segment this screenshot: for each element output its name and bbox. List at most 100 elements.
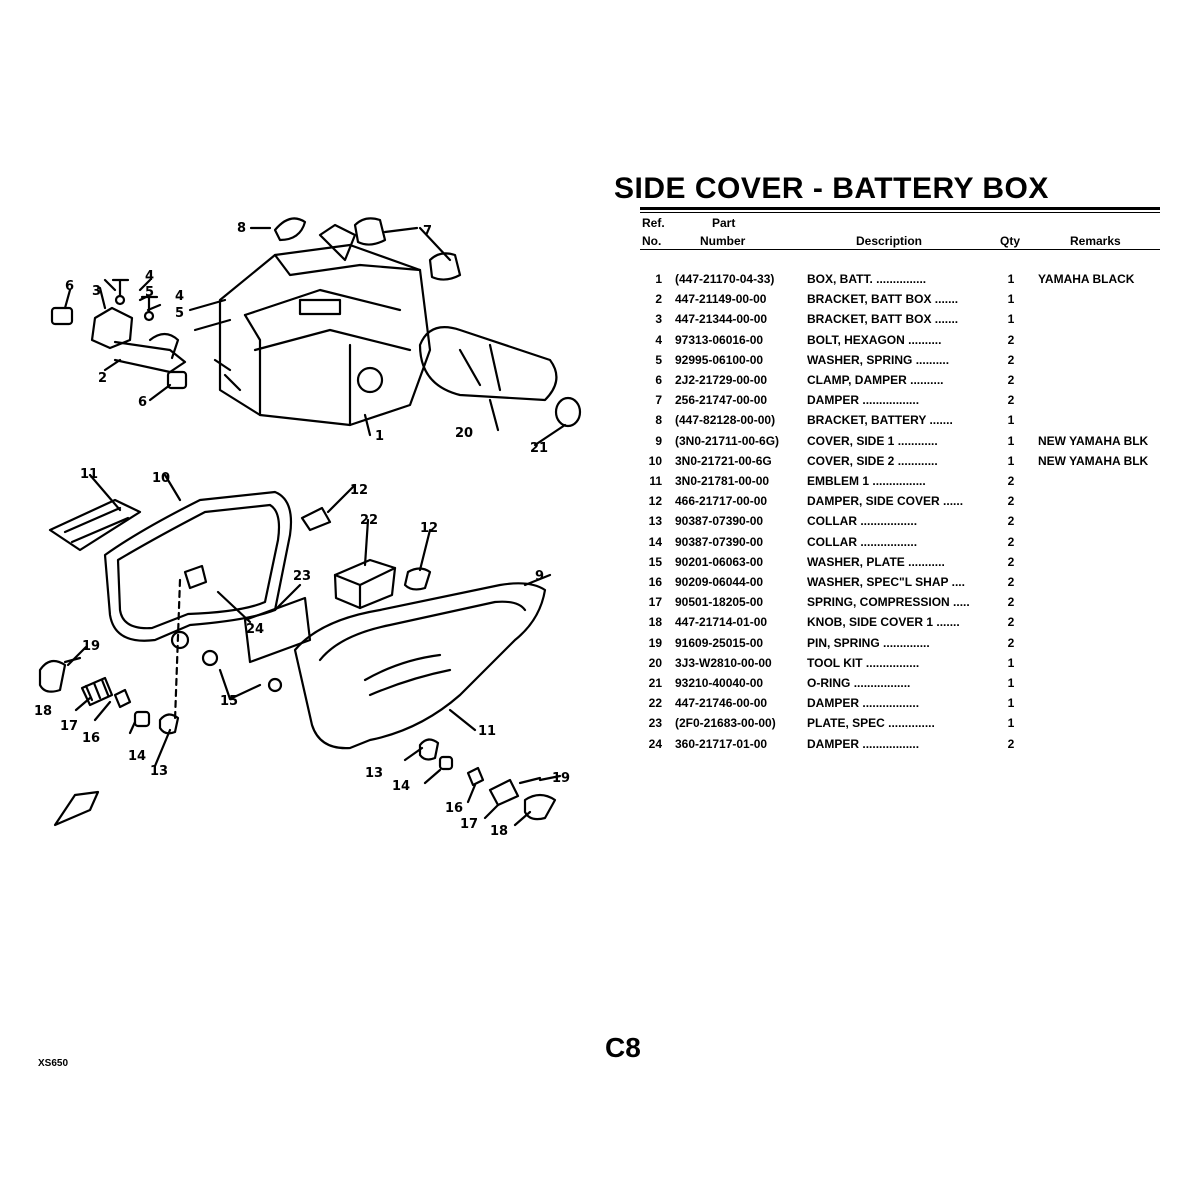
qty-cell: 1 <box>1007 676 1015 690</box>
knob-18-right <box>523 793 557 821</box>
description-leader-dots: .......... <box>915 352 950 367</box>
description-cell: WASHER, PLATE ........... <box>807 555 945 569</box>
callout-4b: 4 <box>175 289 184 304</box>
part-number-cell: 90387-07390-00 <box>675 514 764 529</box>
ref-cell: 18 <box>648 615 662 630</box>
collar-14-right <box>438 755 454 771</box>
ref-cell: 10 <box>648 453 662 468</box>
description-cell: PIN, SPRING .............. <box>807 636 930 650</box>
description-text: DAMPER <box>807 736 860 751</box>
qty-cell: 2 <box>1007 595 1015 610</box>
qty-cell: 1 <box>1007 292 1015 307</box>
ref-cell: 24 <box>648 736 662 751</box>
col-header-remarks: Remarks <box>1070 234 1121 248</box>
description-leader-dots: ............ <box>897 453 938 468</box>
description-text: KNOB, SIDE COVER 1 <box>807 615 934 630</box>
description-leader-dots: ........... <box>908 554 945 569</box>
callout-6b: 6 <box>138 395 147 410</box>
ref-cell: 13 <box>648 514 662 529</box>
description-text: BOLT, HEXAGON <box>807 332 905 347</box>
description-leader-dots: ............ <box>897 433 938 448</box>
callout-20: 20 <box>455 426 473 441</box>
ref-cell: 12 <box>648 494 662 509</box>
collar-13-right <box>418 738 440 761</box>
description-leader-dots: ................. <box>862 736 920 751</box>
col-header-part-2: Number <box>700 234 746 248</box>
description-cell: DAMPER ................. <box>807 737 919 751</box>
part-number-cell: 447-21149-00-00 <box>675 292 767 307</box>
callout-9: 9 <box>535 569 544 584</box>
header-rule <box>640 249 1160 250</box>
callout-15a: 15 <box>220 694 238 709</box>
ref-cell: 7 <box>655 393 662 408</box>
damper-22 <box>333 558 397 610</box>
spring-17-right <box>488 778 520 807</box>
description-leader-dots: .............. <box>888 716 935 731</box>
ref-cell: 6 <box>655 373 662 387</box>
bracket-2-3 <box>90 306 134 350</box>
ref-cell: 14 <box>648 534 662 549</box>
callout-17a: 17 <box>60 719 78 734</box>
description-cell: DAMPER ................. <box>807 393 919 407</box>
title-rule-thin <box>640 212 1160 213</box>
col-header-qty: Qty <box>1000 234 1021 248</box>
ref-cell: 15 <box>648 554 662 569</box>
callout-11b: 11 <box>478 724 496 739</box>
ref-cell: 20 <box>648 655 662 670</box>
ref-cell: 4 <box>655 332 662 347</box>
description-leader-dots: ................. <box>862 393 920 408</box>
qty-cell: 1 <box>1007 655 1015 670</box>
qty-cell: 1 <box>1007 272 1015 286</box>
clamp-damper-6-top <box>50 306 74 326</box>
callout-18b: 18 <box>490 824 508 839</box>
pin-19-right <box>518 776 542 785</box>
part-number-cell: 90201-06063-00 <box>675 554 764 569</box>
remarks-cell: NEW YAMAHA BLK <box>1038 453 1149 468</box>
description-leader-dots: ....... <box>934 292 959 307</box>
qty-cell: 1 <box>1007 312 1015 327</box>
part-number-cell: (3N0-21711-00-6G) <box>675 433 780 448</box>
col-header-description: Description <box>856 234 923 248</box>
part-number-cell: 3N0-21781-00-00 <box>675 474 770 488</box>
description-cell: WASHER, SPRING .......... <box>807 353 949 367</box>
exploded-parts-diagram: 8 7 4 5 4 5 6 3 2 6 1 20 21 11 10 12 22 … <box>34 217 582 839</box>
description-text: COVER, SIDE 2 <box>807 453 895 468</box>
front-arrow-icon <box>53 790 100 827</box>
bracket-battery-8 <box>273 217 307 242</box>
callout-12a: 12 <box>350 483 368 498</box>
callout-1: 1 <box>375 429 384 444</box>
callout-5b: 5 <box>175 306 184 321</box>
part-number-cell: 91609-25015-00 <box>675 635 764 650</box>
part-number-cell: 3J3-W2810-00-00 <box>675 655 772 670</box>
description-cell: COVER, SIDE 1 ............ <box>807 434 938 448</box>
plate-spec-23 <box>243 596 312 664</box>
part-number-cell: (447-82128-00-00) <box>675 413 776 428</box>
description-text: COVER, SIDE 1 <box>807 433 895 448</box>
description-cell: WASHER, SPEC"L SHAP .... <box>807 575 965 589</box>
callout-10: 10 <box>152 471 170 486</box>
part-number-cell: 92995-06100-00 <box>675 352 764 367</box>
callout-18a: 18 <box>34 704 52 719</box>
callout-8: 8 <box>237 221 246 236</box>
qty-cell: 2 <box>1007 393 1015 408</box>
part-number-cell: 90387-07390-00 <box>675 534 764 549</box>
emblem-11-left <box>48 498 142 552</box>
qty-cell: 2 <box>1007 332 1015 347</box>
qty-cell: 1 <box>1007 696 1015 711</box>
callout-3: 3 <box>92 284 101 299</box>
side-cover-9 <box>293 582 547 750</box>
description-text: WASHER, PLATE <box>807 554 905 569</box>
callout-2: 2 <box>98 371 107 386</box>
description-cell: PLATE, SPEC .............. <box>807 716 935 730</box>
callout-14a: 14 <box>128 749 146 764</box>
ref-cell: 17 <box>648 595 662 610</box>
qty-cell: 1 <box>1007 433 1015 448</box>
